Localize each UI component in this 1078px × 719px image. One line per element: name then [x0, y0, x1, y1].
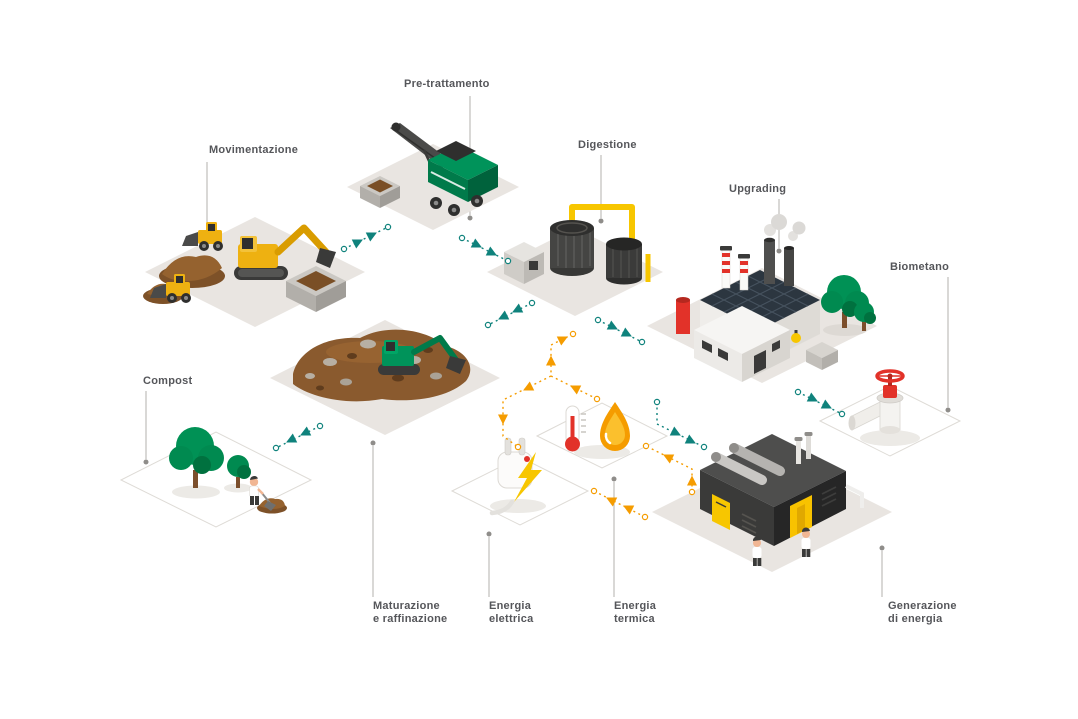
label-text: di energia: [888, 612, 943, 625]
label-biometano: Biometano: [890, 261, 949, 274]
scene-compost: [119, 427, 313, 528]
label-upgrading: Upgrading: [729, 183, 786, 196]
label-energia-elettrica: Energia elettrica: [489, 600, 533, 625]
scene-movimentazione: [143, 217, 365, 327]
label-text: elettrica: [489, 612, 534, 625]
gardener-person: [249, 476, 287, 514]
utility-box: [806, 342, 838, 370]
heat-drop-icon: [600, 402, 630, 451]
label-leader-lines: [143, 96, 951, 597]
label-energia-termica: Energia termica: [614, 600, 656, 625]
label-compost: Compost: [143, 375, 192, 388]
striped-chimney: [720, 246, 732, 289]
label-text: e raffinazione: [373, 612, 448, 625]
energy-flow-arrows: [498, 330, 697, 521]
dark-chimney: [764, 237, 794, 286]
label-movimentazione: Movimentazione: [209, 144, 298, 157]
label-text: Biometano: [890, 261, 950, 273]
scene-energia-elettrica: [450, 437, 590, 526]
scene-digestione: [487, 204, 663, 316]
label-pretrattamento: Pre-trattamento: [404, 78, 490, 91]
label-maturazione: Maturazione e raffinazione: [373, 600, 447, 625]
scene-upgrading: [647, 214, 877, 383]
digester-tank: [606, 237, 642, 285]
trees: [821, 275, 876, 336]
label-generazione: Generazione di energia: [888, 600, 957, 625]
material-flow-arrows: [272, 223, 846, 452]
wheel-loader: [182, 222, 223, 251]
scene-biometano: [818, 369, 962, 457]
biogas-pipes: [569, 204, 651, 282]
wheel-loader: [150, 274, 191, 303]
excavator: [234, 224, 336, 280]
green-excavator: [378, 335, 466, 375]
trees: [169, 427, 252, 499]
label-text: Movimentazione: [209, 144, 299, 156]
label-text: Energia: [614, 600, 657, 612]
label-text: termica: [614, 612, 655, 625]
striped-chimney: [738, 254, 750, 291]
label-text: Maturazione: [373, 600, 440, 612]
label-text: Energia: [489, 600, 532, 612]
worker-person: [752, 536, 762, 566]
generator-building: [700, 432, 864, 546]
red-tank: [676, 297, 690, 334]
scene-pretrattamento: [347, 122, 519, 230]
shredder-truck: [390, 122, 498, 216]
label-digestione: Digestione: [578, 139, 637, 152]
front-building: [694, 306, 790, 382]
scene-maturazione: [270, 320, 500, 435]
factory-building: [694, 214, 838, 382]
label-text: Digestione: [578, 139, 637, 151]
gas-pipeline-valve: [848, 369, 905, 434]
smoke-puffs: [764, 214, 806, 241]
container-bin: [286, 266, 346, 312]
label-text: Generazione: [888, 600, 957, 612]
digester-tank: [550, 220, 594, 276]
thermometer-icon: [565, 405, 586, 452]
scene-generazione: [652, 432, 892, 572]
wall-lamp: [791, 330, 801, 343]
worker-person: [801, 527, 811, 557]
scene-energia-termica: [535, 402, 669, 469]
lightning-bolt-icon: [514, 452, 542, 502]
label-text: Upgrading: [729, 183, 787, 195]
feed-container: [360, 176, 400, 208]
electric-plug-icon: [489, 437, 542, 516]
label-text: Compost: [143, 375, 193, 387]
label-text: Pre-trattamento: [404, 78, 490, 90]
